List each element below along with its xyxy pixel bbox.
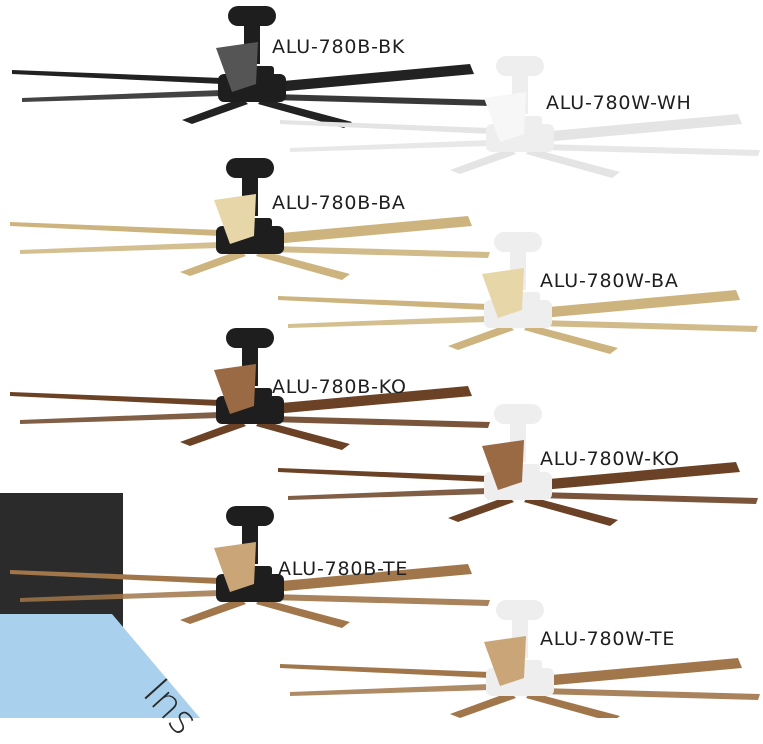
fan-illustrations: [0, 6, 760, 722]
fan-blade: [538, 320, 758, 332]
fan-front-blade: [214, 364, 256, 414]
fan-blade: [288, 488, 488, 500]
fan-canopy: [226, 506, 274, 526]
fan-model-label: ALU-780W-BA: [540, 270, 679, 292]
fan-catalog-image: ALU-780B-BK ALU-780W-WH ALU-780B-BA ALU-780…: [0, 6, 760, 744]
fan-blade: [180, 598, 246, 624]
fan-blade: [22, 90, 222, 102]
fan-blade: [272, 94, 492, 106]
fan-front-blade: [216, 42, 258, 92]
fan-blade: [258, 98, 352, 128]
fan-blade: [256, 420, 350, 450]
fan-canopy: [496, 56, 544, 76]
fan-alu-780b-ko: [10, 328, 490, 450]
fan-canopy: [226, 328, 274, 348]
fan-blade: [270, 386, 472, 414]
fan-blade: [270, 216, 472, 244]
fan-blade: [540, 688, 760, 700]
fan-front-blade: [214, 194, 256, 244]
fan-canopy: [228, 6, 276, 26]
fan-blade: [256, 250, 350, 280]
fan-front-blade: [482, 440, 524, 490]
fan-blade: [278, 468, 488, 482]
fan-blade: [278, 296, 488, 310]
fan-blade: [450, 692, 516, 718]
fan-blade: [526, 148, 620, 178]
fan-model-label: ALU-780B-BK: [272, 36, 406, 58]
fan-blade: [270, 246, 490, 258]
fan-blade: [540, 658, 742, 686]
fan-alu-780b-te: [10, 506, 490, 628]
fan-blade: [280, 664, 490, 678]
fan-alu-780b-ba: [10, 158, 490, 280]
fan-model-label: ALU-780B-BA: [272, 192, 406, 214]
fan-alu-780w-wh: [280, 56, 760, 178]
fan-model-label: ALU-780B-TE: [278, 558, 409, 580]
fan-front-blade: [214, 542, 256, 592]
fan-blade: [20, 412, 220, 424]
light-blue-panel: [0, 614, 200, 718]
fan-canopy: [496, 600, 544, 620]
fan-blade: [540, 114, 742, 142]
fan-blade: [182, 98, 248, 124]
fan-blade: [288, 316, 488, 328]
fan-model-label: ALU-780W-TE: [540, 628, 676, 650]
fan-blade: [280, 120, 490, 134]
fan-canopy: [494, 232, 542, 252]
fan-blade: [270, 416, 490, 428]
fan-canopy: [226, 158, 274, 178]
fan-blade: [10, 222, 220, 236]
fan-blade: [448, 324, 514, 350]
fan-blade: [20, 590, 220, 602]
fan-blade: [270, 564, 472, 592]
fan-blade: [272, 64, 474, 92]
fan-blade: [524, 496, 618, 526]
fan-blade: [290, 140, 490, 152]
fan-blade: [540, 144, 760, 156]
fan-model-label: ALU-780B-KO: [272, 376, 407, 398]
fan-blade: [12, 70, 222, 84]
fan-blade: [526, 692, 620, 722]
fan-canopy: [494, 404, 542, 424]
fan-model-label: ALU-780W-WH: [546, 92, 692, 114]
fan-front-blade: [484, 636, 526, 686]
fan-blade: [20, 242, 220, 254]
fan-blade: [450, 148, 516, 174]
fan-blade: [538, 462, 740, 490]
fan-blade: [448, 496, 514, 522]
fan-alu-780w-te: [280, 600, 760, 722]
fan-front-blade: [482, 268, 524, 318]
fan-blade: [270, 594, 490, 606]
fan-model-label: ALU-780W-KO: [540, 448, 680, 470]
edge-text-fragment: l: [0, 200, 1, 222]
fan-blade: [180, 250, 246, 276]
fan-blade: [290, 684, 490, 696]
fan-front-blade: [484, 92, 526, 142]
fan-blade: [538, 492, 758, 504]
fan-blade: [10, 392, 220, 406]
fan-alu-780w-ko: [278, 404, 758, 526]
fan-blade: [538, 290, 740, 318]
fan-alu-780b-bk: [12, 6, 492, 128]
fan-blade: [256, 598, 350, 628]
fan-blade: [10, 570, 220, 584]
fan-blade: [524, 324, 618, 354]
fan-blade: [180, 420, 246, 446]
fan-alu-780w-ba: [278, 232, 758, 354]
